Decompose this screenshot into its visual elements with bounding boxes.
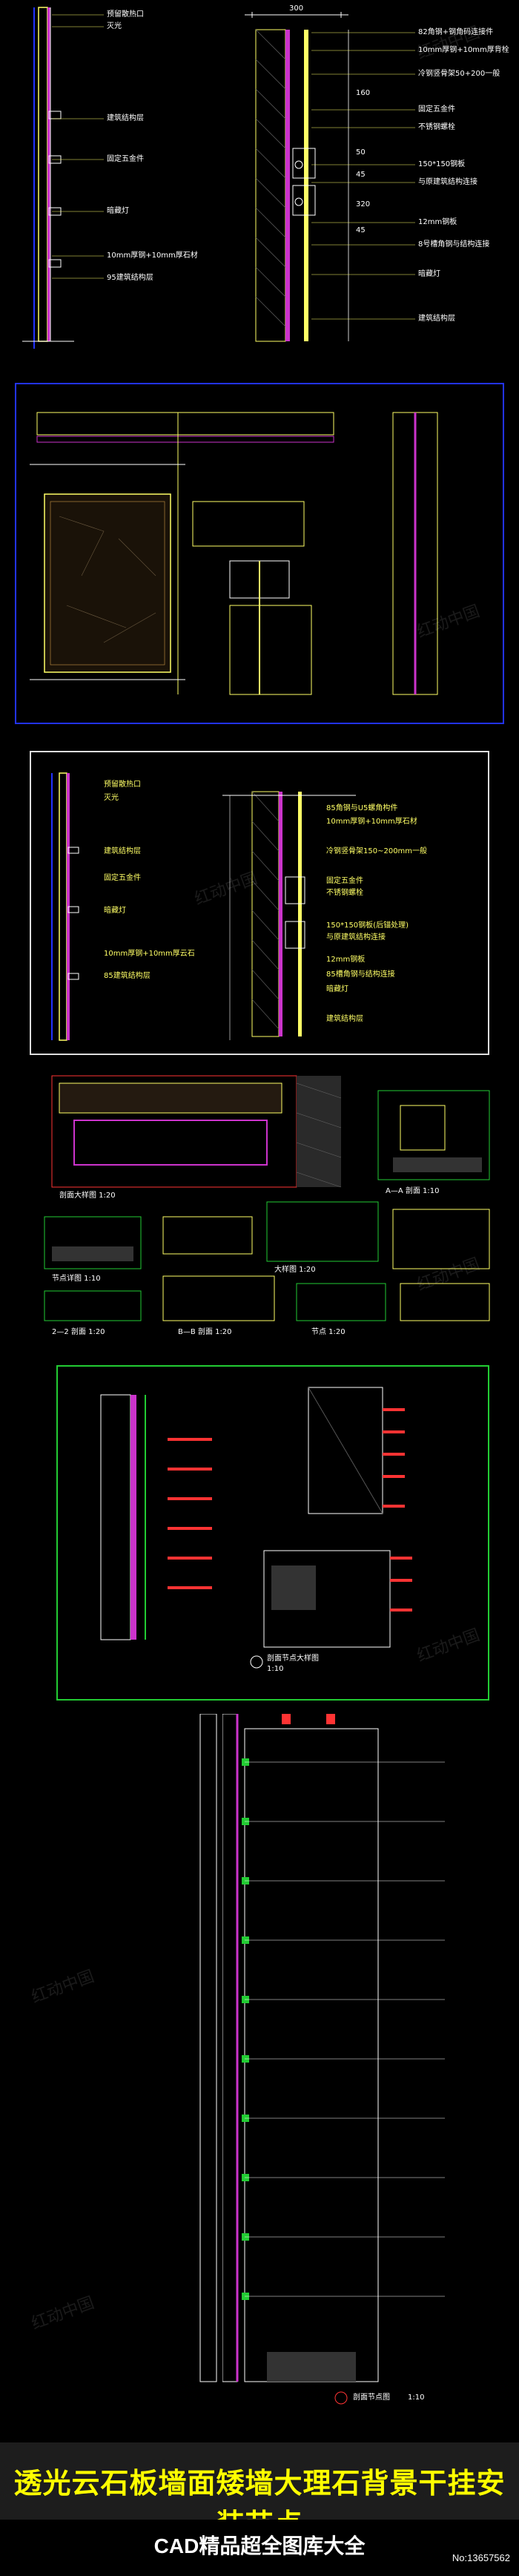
p3-left-label: 10mm厚钢+10mm厚云石 — [104, 950, 195, 958]
p1-left-label: 10mm厚钢+10mm厚石材 — [107, 252, 198, 260]
p6-caption: 剖面节点图 — [353, 2393, 390, 2402]
p1-left-label: 预留散热口 — [107, 10, 144, 19]
p3-left-label: 85建筑结构层 — [104, 972, 151, 980]
watermark: 红动中国 — [28, 2293, 97, 2333]
p4-caption: 剖面大样图 1:20 — [59, 1192, 116, 1200]
p3-right-label: 85槽角钢与结构连接 — [326, 970, 395, 979]
watermark: 红动中国 — [28, 1966, 97, 2007]
panel-wall-section-3: 预留散热口 灭光 建筑结构层 固定五金件 暗藏灯 10mm厚钢+10mm厚云石 … — [30, 751, 489, 1055]
dim-top: 300 — [289, 4, 304, 13]
p3-left-label: 建筑结构层 — [104, 847, 141, 855]
footer-subtitle-bar — [0, 2520, 519, 2576]
p4-caption: 2—2 剖面 1:20 — [52, 1328, 105, 1336]
p1-dim: 50 — [356, 148, 366, 157]
p4-caption: 节点 1:20 — [311, 1328, 346, 1336]
p1-dim: 320 — [356, 200, 371, 208]
panel1-drawing — [22, 7, 415, 349]
p1-left-label: 灭光 — [107, 22, 122, 30]
p4-caption: A—A 剖面 1:10 — [386, 1187, 440, 1195]
p3-right-label: 85角钢与U5螺角构件 — [326, 804, 398, 812]
p1-left-label: 建筑结构层 — [107, 114, 144, 122]
p1-dim: 45 — [356, 171, 366, 179]
p3-right-label: 冷钢竖骨架150~200mm一般 — [326, 847, 428, 855]
panel6-left-structure — [197, 1714, 219, 2419]
p3-right-label: 10mm厚钢+10mm厚石材 — [326, 818, 417, 826]
panel6-left-drawing — [199, 1714, 217, 2382]
p1-dim: 45 — [356, 226, 366, 234]
panel2-drawing — [30, 412, 438, 695]
p3-right-label: 12mm钢板 — [326, 956, 366, 964]
footer-subtitle: CAD精品超全图库大全 — [153, 2534, 366, 2557]
p4-caption: B—B 剖面 1:20 — [178, 1328, 232, 1336]
p5-caption: 剖面节点大样图 — [267, 1655, 319, 1663]
panel-details-4: 剖面大样图 1:20 A—A 剖面 1:10 节点详图 1:10 大样图 1:2… — [30, 1068, 504, 1350]
p1-right-label: 固定五金件 — [418, 105, 455, 114]
p3-left-label: 灭光 — [104, 794, 119, 802]
p6-scale: 1:10 — [408, 2393, 425, 2402]
p3-right-label: 暗藏灯 — [326, 985, 348, 993]
p3-right-label: 与原建筑结构连接 — [326, 933, 386, 942]
panel-elevation-2 — [15, 383, 504, 724]
panel3-frame — [30, 751, 489, 1055]
panel5-frame — [56, 1365, 489, 1701]
p1-left-label: 固定五金件 — [107, 155, 144, 163]
p3-left-label: 暗藏灯 — [104, 907, 126, 915]
p1-right-label: 冷钢竖骨架50+200一般 — [418, 70, 500, 78]
panel6-drawing — [222, 1714, 445, 2405]
panel-wall-section-1: 300 预留散热口 灭光 建筑结构层 固定五金件 暗藏灯 10mm厚钢+10mm… — [0, 0, 519, 371]
p4-caption: 大样图 1:20 — [274, 1266, 316, 1274]
p1-right-label: 与原建筑结构连接 — [418, 178, 477, 186]
p1-right-label: 150*150钢板 — [418, 160, 466, 168]
p3-right-label: 150*150钢板(后锚处理) — [326, 921, 409, 930]
product-id: No:13657562 — [452, 2552, 510, 2563]
p5-scale: 1:10 — [267, 1665, 284, 1673]
panel5-drawing — [100, 1387, 412, 1669]
p3-left-label: 固定五金件 — [104, 874, 141, 882]
p1-right-label: 暗藏灯 — [418, 270, 440, 278]
p1-right-label: 82角钢+钢角码连接件 — [418, 28, 494, 36]
p1-right-label: 建筑结构层 — [418, 315, 455, 323]
p3-right-label: 固定五金件 — [326, 877, 363, 885]
p1-left-label: 暗藏灯 — [107, 207, 129, 215]
p1-right-label: 8号槽角钢与结构连接 — [418, 240, 490, 249]
footer-banner: 透光云石板墙面矮墙大理石背景干挂安装节点 CAD精品超全图库大全 No:1365… — [0, 2442, 519, 2576]
footer-title-bar — [0, 2442, 519, 2520]
p1-left-label: 95建筑结构层 — [107, 274, 153, 282]
p4-caption: 节点详图 1:10 — [52, 1275, 101, 1283]
p3-left-label: 预留散热口 — [104, 781, 141, 789]
p1-right-label: 10mm厚钢+10mm厚背栓 — [418, 46, 509, 54]
p3-right-label: 建筑结构层 — [326, 1015, 363, 1023]
panel2-frame — [15, 383, 504, 724]
panel-tall-section-6: 剖面节点图 1:10 — [222, 1714, 489, 2419]
p1-dim: 160 — [356, 89, 371, 97]
p1-right-label: 不锈钢螺栓 — [418, 123, 455, 131]
panel-section-detail-5: 剖面节点大样图 1:10 — [56, 1365, 489, 1701]
panel3-drawing — [51, 772, 356, 1041]
p3-right-label: 不锈钢螺栓 — [326, 889, 363, 897]
p1-right-label: 12mm钢板 — [418, 218, 457, 226]
panel4-drawing — [44, 1075, 490, 1321]
